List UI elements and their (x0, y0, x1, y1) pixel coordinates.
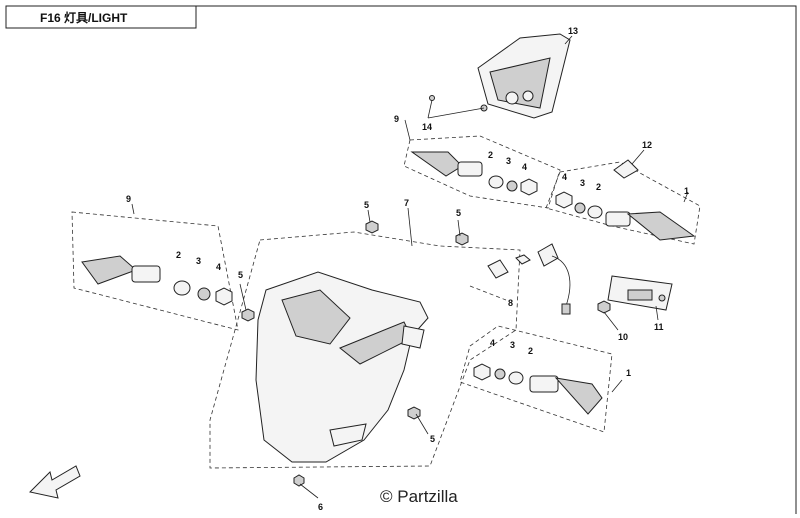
drawing-frame (196, 5, 797, 514)
callout-1-lower: 1 (626, 368, 631, 378)
group-box-left-signal (71, 211, 239, 331)
callout-6: 6 (318, 502, 323, 512)
callout-12: 12 (642, 140, 652, 150)
group-box-lower-signal (459, 325, 613, 433)
turn-signal-upper-left (410, 151, 538, 196)
reflector (613, 159, 639, 179)
callout-5-top: 5 (364, 200, 369, 210)
watermark: © Partzilla (380, 487, 458, 506)
nut-10 (597, 300, 611, 314)
callout-8: 8 (508, 298, 513, 308)
callout-5-left: 5 (238, 270, 243, 280)
callout-3-left: 3 (196, 256, 201, 266)
headlight-fairing (255, 271, 429, 463)
forward-arrow-icon (28, 465, 81, 499)
callout-3-lower: 3 (510, 340, 515, 350)
callout-4-lower: 4 (490, 338, 495, 348)
callout-4-upper-right: 4 (562, 172, 567, 182)
callout-2-upper-left: 2 (488, 150, 493, 160)
callout-11: 11 (654, 322, 664, 332)
callout-9-upper: 9 (394, 114, 399, 124)
callout-2-left: 2 (176, 250, 181, 260)
callout-14: 14 (422, 122, 432, 132)
turn-signal-upper-right (555, 191, 696, 241)
callout-labels: 13 14 12 9 2 3 4 4 3 2 1 9 5 7 5 2 3 4 5… (126, 26, 689, 512)
group-box-upper-signal (403, 135, 561, 209)
callout-4-left: 4 (216, 262, 221, 272)
callout-7: 7 (404, 198, 409, 208)
callout-1-upper: 1 (684, 186, 689, 196)
title-box: F16 灯具/LIGHT (5, 5, 197, 29)
callout-3-upper-right: 3 (580, 178, 585, 188)
callout-4-upper-left: 4 (522, 162, 527, 172)
callout-2-upper-right: 2 (596, 182, 601, 192)
turn-signal-left (81, 255, 233, 306)
callout-2-lower: 2 (528, 346, 533, 356)
callout-10: 10 (618, 332, 628, 342)
callout-5-right: 5 (456, 208, 461, 218)
bulb-socket (487, 243, 571, 315)
callout-5-bottom: 5 (430, 434, 435, 444)
tail-light-assembly (429, 33, 571, 119)
license-light (607, 275, 673, 311)
callout-9-left: 9 (126, 194, 131, 204)
callout-3-upper-left: 3 (506, 156, 511, 166)
screw-set (241, 220, 469, 487)
page-title: F16 灯具/LIGHT (40, 10, 128, 25)
callout-13: 13 (568, 26, 578, 36)
group-box-upper-right-signal (545, 161, 701, 245)
turn-signal-lower-right (473, 363, 603, 415)
